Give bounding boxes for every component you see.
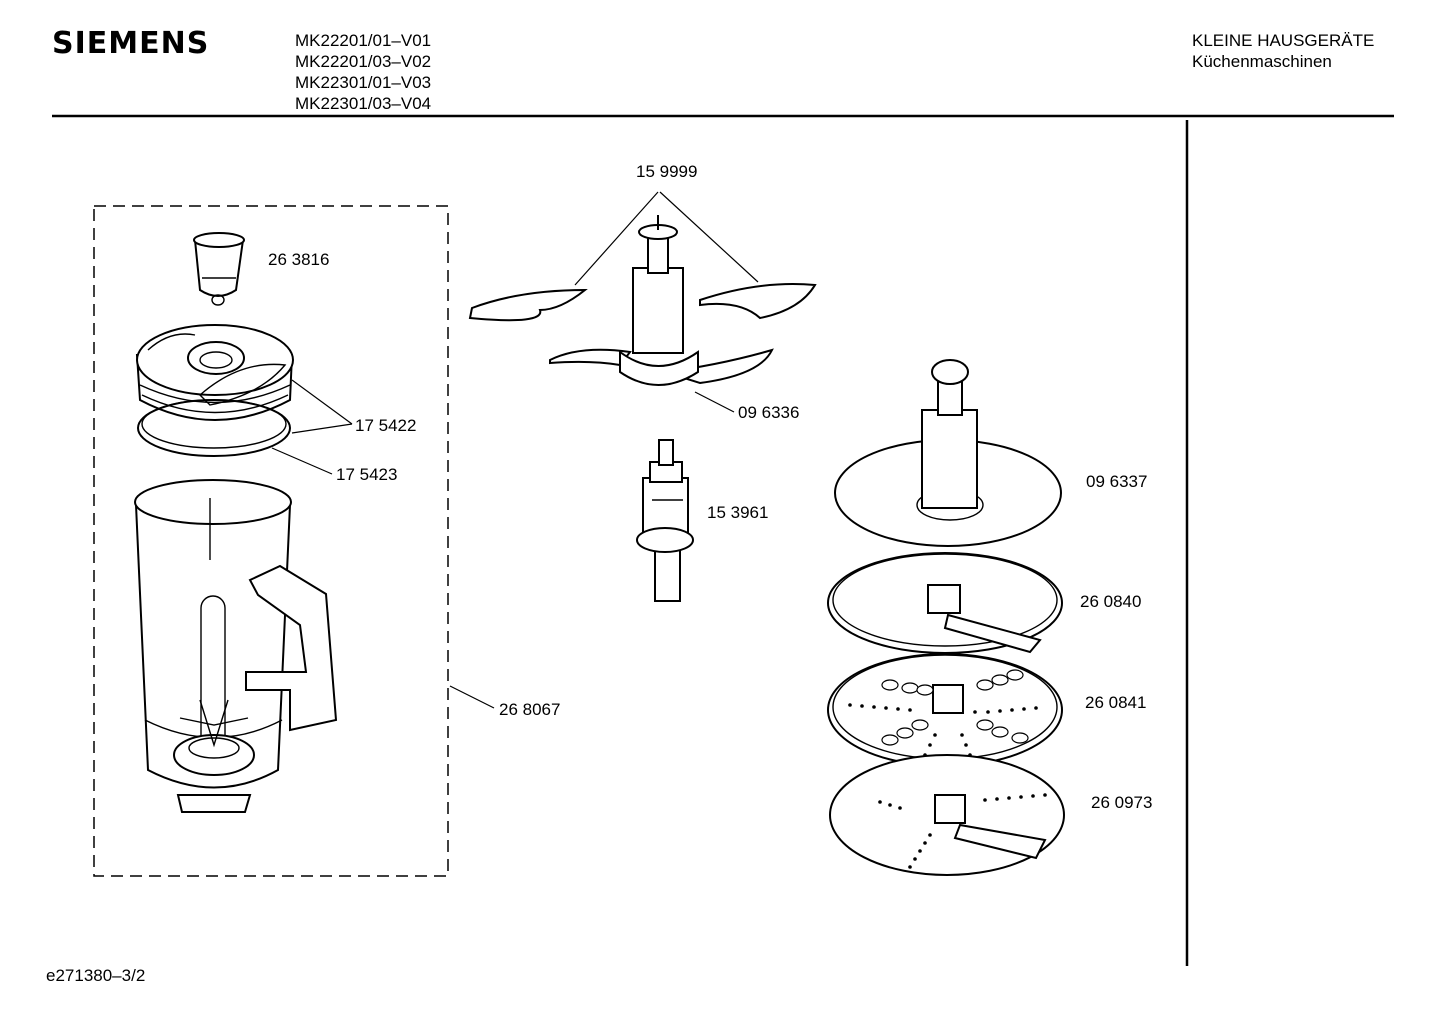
part-label-disc-carrier: 09 6337 bbox=[1086, 472, 1148, 491]
blender-jug-part bbox=[134, 479, 338, 813]
seal-ring-part bbox=[137, 399, 291, 457]
part-label-shredding-disc: 26 0973 bbox=[1091, 793, 1153, 812]
part-label-seal-ring: 17 5423 bbox=[336, 465, 398, 484]
part-label-blade-set: 15 9999 bbox=[636, 162, 698, 181]
drawing-code: e271380–3/2 bbox=[46, 966, 146, 985]
model-number: MK22301/01–V03 bbox=[295, 73, 432, 92]
model-number: MK22301/03–V04 bbox=[295, 94, 432, 113]
part-label-drive-shaft: 15 3961 bbox=[707, 503, 769, 522]
drive-shaft-part bbox=[636, 439, 694, 602]
leader-lines bbox=[271, 191, 759, 709]
lid-cap-part bbox=[193, 232, 245, 306]
assembly-box bbox=[93, 205, 449, 877]
part-label-blender-jug: 26 8067 bbox=[499, 700, 561, 719]
shredding-disc-part bbox=[829, 754, 1065, 876]
category-title: KLEINE HAUSGERÄTE bbox=[1192, 31, 1375, 50]
part-label-chopping-blade: 09 6336 bbox=[738, 403, 800, 422]
chopping-blade-part bbox=[468, 215, 817, 386]
part-label-grating-disc: 26 0841 bbox=[1085, 693, 1147, 712]
lid-part bbox=[135, 324, 294, 421]
model-list: MK22201/01–V01 MK22201/03–V02 MK22301/01… bbox=[295, 30, 431, 114]
part-label-slicing-disc: 26 0840 bbox=[1080, 592, 1142, 611]
slicing-disc-part bbox=[827, 552, 1063, 654]
part-label-lid: 17 5422 bbox=[355, 416, 417, 435]
model-number: MK22201/01–V01 bbox=[295, 31, 432, 50]
part-label-lid-cap: 26 3816 bbox=[268, 250, 330, 269]
category-block: KLEINE HAUSGERÄTE Küchenmaschinen bbox=[1192, 30, 1374, 72]
category-subtitle: Küchenmaschinen bbox=[1192, 52, 1332, 71]
grating-disc-part bbox=[827, 653, 1063, 767]
disc-carrier-part bbox=[834, 359, 1062, 547]
brand-logo: SIEMENS bbox=[52, 26, 210, 61]
model-number: MK22201/03–V02 bbox=[295, 52, 432, 71]
